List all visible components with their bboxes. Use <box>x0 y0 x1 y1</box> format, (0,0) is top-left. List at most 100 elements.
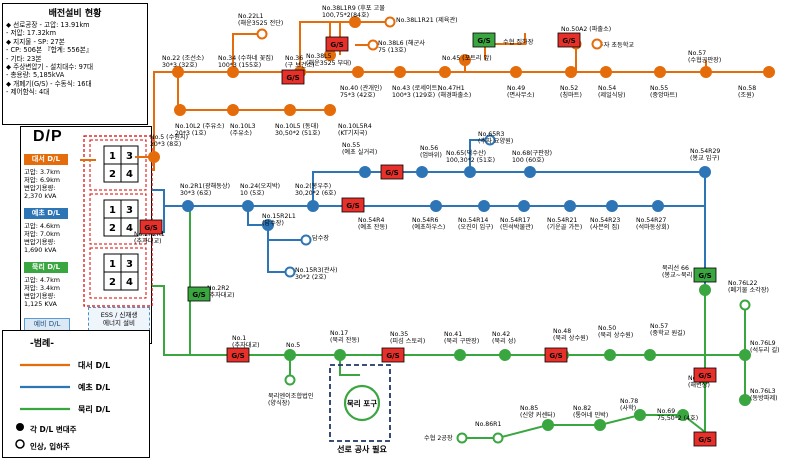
pole-node <box>256 28 268 40</box>
pole-sublabel: 75,50*2 (4호) <box>657 415 698 422</box>
gas-switch-icon <box>472 32 496 48</box>
pole-label: No.41 <box>444 331 462 338</box>
pole-label: No.68(구판장) <box>512 149 552 157</box>
legend-label-yecho: 예초 D/L <box>78 383 111 392</box>
feeder-info-line: 1,690 kVA <box>24 246 57 254</box>
pole-node <box>430 200 442 212</box>
pole-node <box>384 16 396 28</box>
construction-zone <box>329 364 391 442</box>
info-line: ◆ 주상변압기 - 설치대수: 97대 <box>6 63 94 72</box>
pole-label: No.50 <box>598 325 616 332</box>
dp-switch-frame <box>89 193 147 245</box>
pole-node <box>284 374 296 386</box>
pole-label: No.34 (수하네 꽃집) <box>218 54 273 62</box>
pole-label: No.54 <box>598 85 616 92</box>
gas-switch-label: G/S <box>385 169 398 177</box>
pole-node <box>227 104 239 116</box>
pole-node <box>227 66 239 78</box>
pole-sublabel: (묵리 상수원) <box>553 334 588 342</box>
pole-label: No.47H1 <box>438 85 465 92</box>
pole-sublabel: (피섬 스토리) <box>390 337 425 345</box>
pole-label: No.65(덕수산) <box>446 149 486 157</box>
info-line: - 총용량: 5,185kVA <box>6 71 65 80</box>
pole-sublabel: (묵리 구판장) <box>444 337 479 345</box>
feeder-line <box>152 189 165 206</box>
info-line: - 기타: 23본 <box>6 54 42 63</box>
legend-substation-icon <box>16 423 24 431</box>
pole-label: No.24(오지박) <box>240 182 280 190</box>
legend-label-substation: 각 D/L 변대주 <box>30 425 77 434</box>
pole-sublabel: (폐기물 소각장) <box>728 286 769 294</box>
pole-node <box>499 349 511 361</box>
dp-switch-digit: 4 <box>126 223 133 234</box>
pole-label: No.15R3(관사) <box>295 266 338 274</box>
pole-sublabel: (예초 잔동) <box>358 223 388 231</box>
daeseo-mainline <box>152 71 770 171</box>
pole-sublabel: (통어네 민박) <box>573 411 608 419</box>
pole-label: 묵리엔이조합법인 <box>268 392 314 400</box>
feeder-badge-daeseo: 대서 D/L <box>24 154 68 165</box>
pole-node <box>262 219 274 231</box>
pole-sublabel: (사학) <box>620 404 636 412</box>
dp-switch-digit: 3 <box>126 259 133 270</box>
gas-switch-icon <box>380 164 404 180</box>
pole-sublabel: (수협공판장) <box>688 56 721 64</box>
pole-node <box>604 349 616 361</box>
pole-node <box>634 409 646 421</box>
pole-node <box>510 66 522 78</box>
pole-sublabel: (묵리 성) <box>492 337 516 345</box>
pole-node <box>524 166 536 178</box>
pole-label: No.69 <box>657 408 675 415</box>
pole-node <box>307 200 319 212</box>
pole-node <box>518 200 530 212</box>
info-line: ◆ 지지물 - SP: 27본 <box>6 37 65 46</box>
gas-switch-label: G/S <box>346 202 359 210</box>
pole-label: No.54R27 <box>636 217 666 224</box>
pole-node <box>699 166 711 178</box>
pole-node <box>352 66 364 78</box>
dp-switch-digit: 2 <box>109 223 116 234</box>
pole-node <box>359 166 371 178</box>
gas-switch-icon <box>544 347 568 363</box>
pole-label: No.38L1R21 (제육관) <box>396 16 458 24</box>
daeseo-branch-22l1 <box>232 33 262 72</box>
pole-node <box>439 66 451 78</box>
gas-switch-label: G/S <box>286 74 299 82</box>
pole-sublabel: 100,75*2(84호) <box>322 12 369 19</box>
pole-node <box>739 349 751 361</box>
pole-label: No.85 <box>520 405 538 412</box>
pole-sublabel: 20*3 (8호) <box>150 141 181 148</box>
pole-node <box>644 349 656 361</box>
pole-label: No.55 <box>342 142 360 149</box>
info-box-title: 배전설비 현황 <box>48 9 102 19</box>
pole-label: No.54R6 <box>412 217 438 224</box>
dp-switch-frame <box>89 139 147 191</box>
pole-sublabel: (면사무소) <box>507 91 535 99</box>
pole-label: No.82 <box>573 405 591 412</box>
feeder-line <box>267 225 290 273</box>
pole-node <box>677 409 689 421</box>
feeder-badge-yecho: 예초 D/L <box>24 208 68 219</box>
feeder-info-line: 저압: 6.9km <box>24 176 61 184</box>
label-n2r2r1: No.2R2R1 <box>134 231 165 238</box>
mukri-port-icon <box>343 384 381 422</box>
pole-sublabel: 100,30*2 (51호) <box>446 157 495 164</box>
pole-node <box>284 266 296 278</box>
pole-sublabel: (오진이 입구) <box>458 223 493 231</box>
ess-line: 에너지 설비 <box>103 319 135 327</box>
pole-sublabel: (신양 커센터) <box>520 411 555 419</box>
pole-sublabel: 100*3 (129호) <box>392 92 435 99</box>
gas-switch-icon <box>693 367 717 383</box>
pole-node <box>416 166 428 178</box>
dp-switch-digit: 2 <box>109 169 116 180</box>
dp-switch-digit: 1 <box>109 205 116 216</box>
gas-switch-icon <box>187 286 211 302</box>
pole-label: No.38L5 <box>306 53 332 60</box>
pole-node <box>300 234 312 246</box>
legend-box <box>2 330 150 458</box>
pole-label: No.50A2 (파출소) <box>561 25 611 33</box>
pole-node <box>763 66 775 78</box>
pole-label: No.54R21 <box>547 217 577 224</box>
pole-label: No.2R1(광해동상) <box>180 182 230 190</box>
pole-label: No.15R2L1 <box>262 213 296 220</box>
